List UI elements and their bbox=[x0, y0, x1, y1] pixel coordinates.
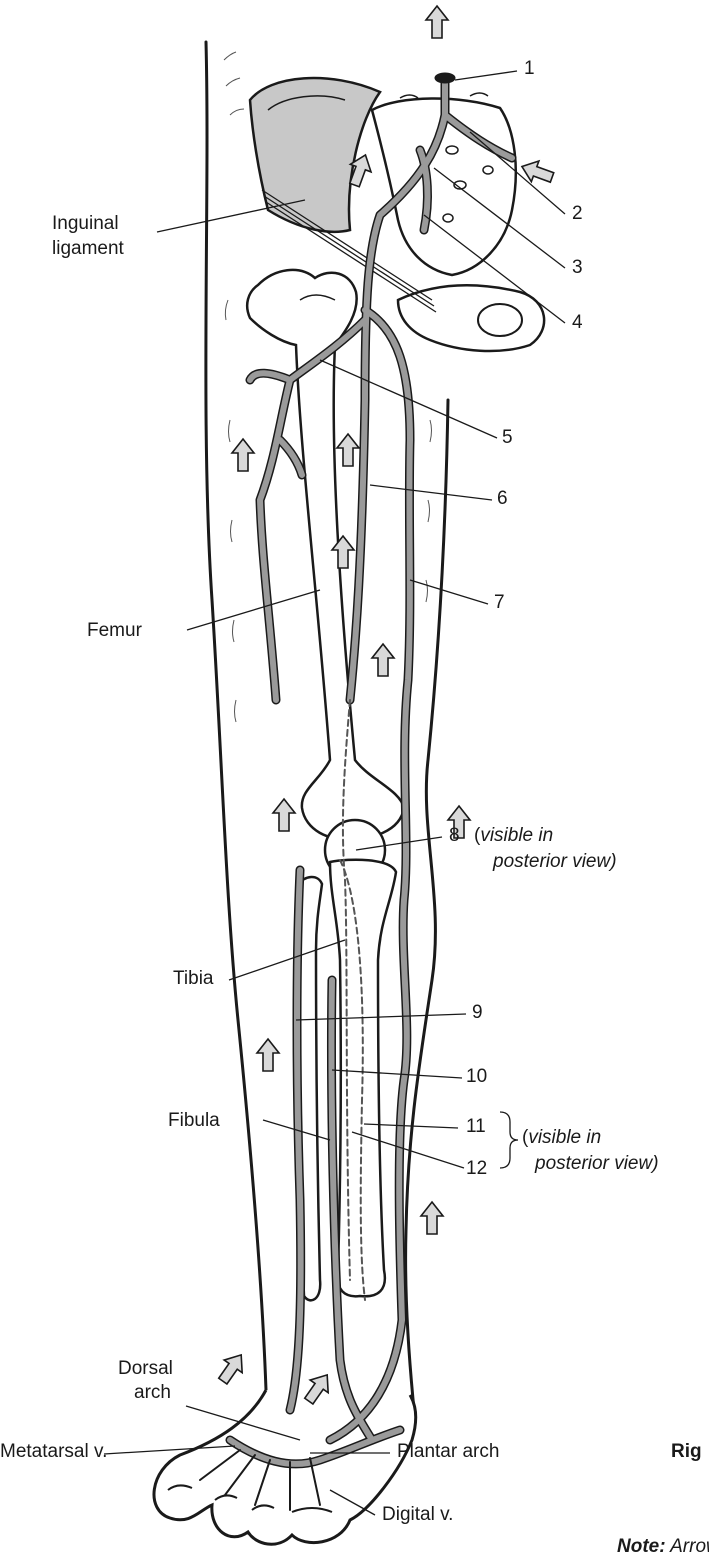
callout-3: 3 bbox=[572, 257, 583, 279]
label-digital: Digital v. bbox=[382, 1504, 453, 1526]
callout-5: 5 bbox=[502, 427, 513, 449]
label-metatarsal: Metatarsal v. bbox=[0, 1441, 107, 1463]
callout-8: 8 bbox=[449, 825, 460, 847]
posterior-note-11-12: (visible in bbox=[522, 1127, 601, 1149]
callout-9: 9 bbox=[472, 1002, 483, 1024]
label-tibia: Tibia bbox=[173, 968, 213, 990]
callout-12: 12 bbox=[466, 1158, 487, 1180]
cut-note-fragment: Note: Arrows bbox=[617, 1536, 709, 1558]
label-inguinal-2: ligament bbox=[52, 238, 124, 260]
callout-11: 11 bbox=[466, 1116, 486, 1138]
callout-10: 10 bbox=[466, 1066, 487, 1088]
label-femur: Femur bbox=[87, 620, 142, 642]
posterior-note-11-12-line2: posterior view) bbox=[535, 1153, 659, 1175]
callout-1: 1 bbox=[524, 58, 535, 80]
posterior-note-8: (visible in bbox=[474, 825, 553, 847]
label-dorsal-1: Dorsal bbox=[118, 1358, 173, 1380]
callout-7: 7 bbox=[494, 592, 505, 614]
callout-2: 2 bbox=[572, 203, 583, 225]
label-dorsal-2: arch bbox=[134, 1382, 171, 1404]
cut-right-fragment: Rig bbox=[671, 1441, 702, 1463]
posterior-note-8-line2: posterior view) bbox=[493, 851, 617, 873]
femur-bone bbox=[247, 270, 404, 880]
label-inguinal-1: Inguinal bbox=[52, 213, 119, 235]
callout-4: 4 bbox=[572, 312, 583, 334]
label-plantar-arch: Plantar arch bbox=[397, 1441, 499, 1463]
callout-6: 6 bbox=[497, 488, 508, 510]
label-fibula: Fibula bbox=[168, 1110, 220, 1132]
